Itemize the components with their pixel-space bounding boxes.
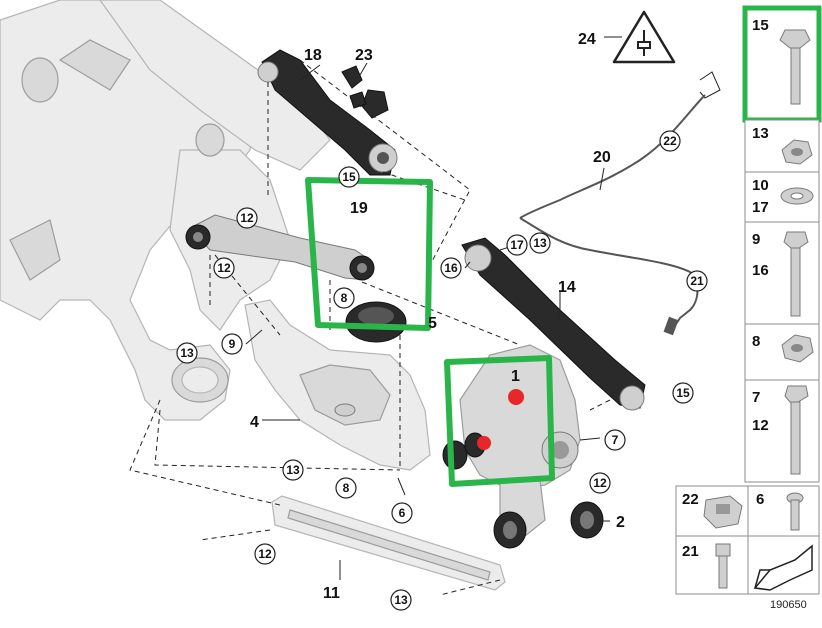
legend-label-21: 21 [682, 543, 699, 560]
legend-label-10: 10 [752, 177, 769, 194]
screw-6-icon [786, 492, 804, 531]
callout-12d: 12 [254, 543, 276, 565]
callout-22: 22 [659, 130, 681, 152]
callout-15a: 15 [338, 166, 360, 188]
callout-9: 9 [221, 333, 243, 355]
bushing-lower [493, 511, 527, 549]
legend-label-13: 13 [752, 125, 769, 142]
nut-13-icon [781, 139, 813, 165]
svg-text:12: 12 [593, 476, 607, 490]
svg-text:12: 12 [258, 547, 272, 561]
callout-21: 21 [686, 270, 708, 292]
legend-label-9: 9 [752, 231, 760, 248]
screw-21-icon [715, 543, 731, 589]
label-5: 5 [428, 315, 437, 332]
label-4: 4 [250, 414, 259, 431]
callout-8b: 8 [335, 477, 357, 499]
svg-text:12: 12 [240, 211, 254, 225]
leader-lines [129, 59, 611, 596]
svg-text:13: 13 [180, 346, 194, 360]
callout-15b: 15 [672, 382, 694, 404]
svg-text:13: 13 [533, 236, 547, 250]
svg-text:8: 8 [343, 481, 350, 495]
callout-12b: 12 [213, 257, 235, 279]
svg-text:12: 12 [217, 261, 231, 275]
highlight-box-19 [305, 177, 433, 331]
control-arm-19 [185, 214, 375, 281]
svg-text:17: 17 [510, 238, 524, 252]
sensor-cable-20 [519, 71, 721, 336]
label-14: 14 [558, 279, 576, 296]
callout-12a: 12 [236, 207, 258, 229]
svg-text:15: 15 [676, 386, 690, 400]
red-marker-2 [477, 436, 491, 450]
rubber-mount-5 [345, 301, 407, 343]
legend-label-16: 16 [752, 262, 769, 279]
legend-label-6: 6 [756, 491, 764, 508]
highlight-box-1 [444, 355, 555, 487]
wishbone-4 [244, 299, 431, 471]
red-marker-1 [508, 389, 524, 405]
callout-12c: 12 [589, 472, 611, 494]
callout-16: 16 [440, 257, 462, 279]
callout-17: 17 [506, 234, 528, 256]
legend-label-12: 12 [752, 417, 769, 434]
label-2: 2 [616, 514, 625, 531]
legend-label-22: 22 [682, 491, 699, 508]
callout-8a: 8 [333, 287, 355, 309]
control-arm-14 [461, 237, 646, 411]
hardware-legend: 15 13 10 17 9 16 8 [675, 5, 822, 595]
svg-text:9: 9 [229, 337, 236, 351]
legend-label-8: 8 [752, 333, 760, 350]
control-arm-18 [257, 49, 398, 176]
red-markers [477, 389, 524, 450]
label-18: 18 [304, 47, 322, 64]
svg-text:13: 13 [394, 593, 408, 607]
nut-8-icon [781, 334, 814, 363]
callout-13b: 13 [176, 342, 198, 364]
svg-text:16: 16 [444, 261, 458, 275]
label-20: 20 [593, 149, 611, 166]
bolt-9-icon [783, 231, 809, 317]
bracket-23 [341, 65, 389, 119]
bushing-2 [570, 501, 604, 539]
label-23: 23 [355, 47, 373, 64]
diagram-number: 190650 [770, 599, 807, 611]
label-11: 11 [323, 585, 340, 602]
bolt-15-icon [779, 29, 811, 105]
rear-subframe [0, 0, 331, 421]
washer-10-icon [780, 187, 814, 205]
callout-13c: 13 [282, 459, 304, 481]
svg-text:7: 7 [612, 433, 619, 447]
callout-7: 7 [604, 429, 626, 451]
label-1: 1 [511, 368, 520, 385]
plate-11 [271, 495, 506, 591]
highlight-boxes [305, 177, 555, 487]
svg-text:15: 15 [342, 170, 356, 184]
arrow-icon [753, 544, 813, 591]
warning-triangle-icon [612, 10, 676, 64]
bolt-7-icon [784, 385, 809, 475]
callout-13a: 13 [529, 232, 551, 254]
legend-label-7: 7 [752, 389, 760, 406]
label-24: 24 [578, 31, 596, 48]
svg-text:6: 6 [399, 506, 406, 520]
legend-label-17: 17 [752, 199, 769, 216]
label-19: 19 [350, 200, 368, 217]
callout-6: 6 [391, 502, 413, 524]
callout-13d: 13 [390, 589, 412, 611]
svg-text:8: 8 [341, 291, 348, 305]
svg-text:21: 21 [690, 274, 704, 288]
clip-22-icon [703, 495, 743, 529]
legend-label-15: 15 [752, 17, 769, 34]
svg-text:13: 13 [286, 463, 300, 477]
svg-text:22: 22 [663, 134, 677, 148]
